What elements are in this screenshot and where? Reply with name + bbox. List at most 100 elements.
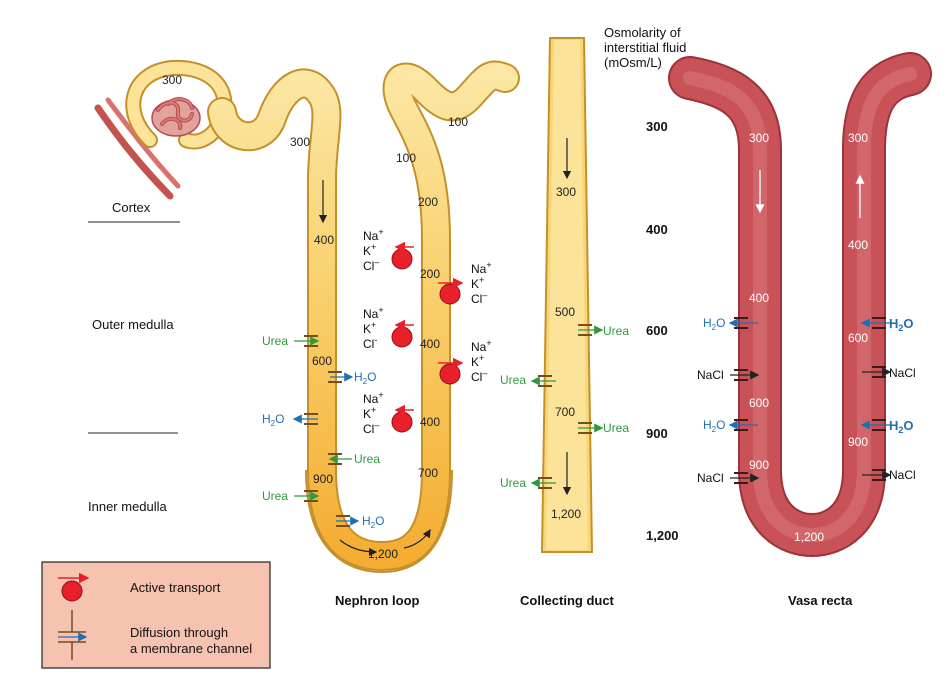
duct-urea-channel-1: Urea [578,324,629,338]
svg-text:K+: K+ [363,242,376,258]
legend-diffusion-label-line1: Diffusion through [130,625,228,640]
vasa-right-water-channel-2: H2O [860,418,914,435]
tubule-fill [209,62,518,569]
duct-value-500: 500 [555,305,575,319]
vasa-left-water-channel-2: H2O [703,418,758,434]
vasa-left-water-channel-1: H2O [703,316,758,332]
legend-diffusion-channel: Diffusion through a membrane channel [58,610,252,660]
flow-arrow-bottom-left [339,539,378,557]
svg-text:H2O: H2O [889,316,914,333]
nephron-value-100-lower: 100 [396,151,416,165]
svg-text:Cl–: Cl– [363,420,379,436]
duct-urea-channel-3: Urea [578,421,629,435]
vasa-value-bottom: 1,200 [794,530,824,544]
vasa-right-value-400: 400 [848,238,868,252]
vasa-right-value-600: 600 [848,331,868,345]
water-channel-2: H2O [262,412,318,428]
vasa-right-water-channel-1: H2O [860,316,914,333]
afferent-arteriole [94,104,174,200]
osmolarity-value-400: 400 [646,222,668,237]
nephron-value-600: 600 [312,354,332,368]
svg-text:Urea: Urea [262,334,288,348]
legend-diffusion-label-line2: a membrane channel [130,641,252,656]
vasa-left-value-400: 400 [749,291,769,305]
vasa-left-nacl-channel-1: NaCl [697,368,760,382]
svg-text:Na+: Na+ [471,260,492,276]
collecting-duct-caption: Collecting duct [520,593,615,608]
svg-text:Na+: Na+ [363,390,384,406]
osmolarity-value-1200: 1,200 [646,528,679,543]
svg-text:K+: K+ [471,353,484,369]
svg-text:K+: K+ [363,320,376,336]
vasa-recta-highlight [683,67,917,542]
water-channel-1: H2O [328,370,376,386]
vasa-recta-vessel [670,54,930,555]
svg-text:K+: K+ [363,405,376,421]
nephron-value-700: 700 [418,466,438,480]
svg-text:NaCl: NaCl [697,368,724,382]
osmolarity-heading-line2: interstitial fluid [604,40,686,55]
nephron-loop: 300 300 400 600 900 1,200 700 400 400 20… [94,59,520,608]
nephron-value-200-lower: 200 [420,267,440,281]
urea-channel-3: Urea [262,489,320,503]
svg-text:H2O: H2O [703,316,725,332]
osmolarity-value-900: 900 [646,426,668,441]
collecting-duct: 300 500 700 1,200 Urea Urea Urea Urea [500,37,629,608]
svg-text:Urea: Urea [500,476,526,490]
vasa-right-nacl-channel-1: NaCl [862,366,916,380]
svg-text:Cl-: Cl- [363,335,377,351]
ion-pump-left-2: Na+ K+ Cl- [363,305,414,351]
region-cortex-label: Cortex [112,200,151,215]
osmolarity-value-300: 300 [646,119,668,134]
svg-text:Urea: Urea [354,452,380,466]
duct-value-1200: 1,200 [551,507,581,521]
vasa-left-nacl-channel-2: NaCl [697,471,760,485]
svg-text:Urea: Urea [500,373,526,387]
vasa-left-value-300: 300 [749,131,769,145]
nephron-value-900: 900 [313,472,333,486]
svg-text:H2O: H2O [354,370,376,386]
svg-text:NaCl: NaCl [889,468,916,482]
svg-text:H2O: H2O [262,412,284,428]
nephron-value-400-upper: 400 [420,337,440,351]
vasa-right-value-900: 900 [848,435,868,449]
svg-text:Na+: Na+ [471,338,492,354]
nephron-value-200-upper: 200 [418,195,438,209]
nephron-value-capsule: 300 [162,73,182,87]
duct-value-300: 300 [556,185,576,199]
ion-pump-left-1: Na+ K+ Cl– [363,227,414,273]
duct-value-700: 700 [555,405,575,419]
svg-text:Na+: Na+ [363,305,384,321]
svg-text:H2O: H2O [362,514,384,530]
region-inner-medulla-label: Inner medulla [88,499,168,514]
loop-bend-outline [305,469,453,574]
ion-pump-left-3: Na+ K+ Cl– [363,390,414,436]
vasa-left-value-600: 600 [749,396,769,410]
svg-text:H2O: H2O [703,418,725,434]
svg-text:K+: K+ [471,275,484,291]
nephron-loop-caption: Nephron loop [335,593,420,608]
region-outer-medulla-label: Outer medulla [92,317,174,332]
svg-text:Urea: Urea [262,489,288,503]
urea-channel-2: Urea [328,452,380,466]
nephron-value-100-upper: 100 [448,115,468,129]
legend-active-label: Active transport [130,580,221,595]
osmolarity-heading-line1: Osmolarity of [604,25,681,40]
vasa-left-value-900: 900 [749,458,769,472]
svg-text:NaCl: NaCl [697,471,724,485]
svg-text:Cl–: Cl– [363,257,379,273]
vasa-right-nacl-channel-2: NaCl [862,468,916,482]
ion-pump-right-1: Na+ K+ Cl– [438,260,492,306]
glomerulus [151,97,201,137]
duct-urea-channel-2: Urea [500,373,556,387]
water-channel-3: H2O [336,514,384,530]
nephron-value-400-lower: 400 [420,415,440,429]
vasa-right-value-300: 300 [848,131,868,145]
ion-pump-right-2: Na+ K+ Cl– [438,338,492,385]
svg-text:Urea: Urea [603,421,629,435]
duct-urea-channel-4: Urea [500,476,556,490]
svg-text:Urea: Urea [603,324,629,338]
bowmans-capsule [127,61,231,148]
urea-channel-1: Urea [262,334,320,348]
